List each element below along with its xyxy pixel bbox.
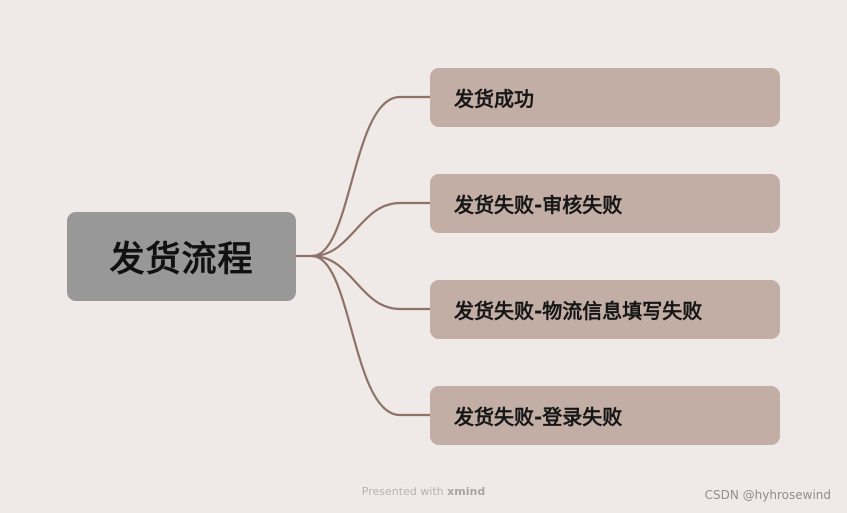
presented-with-footer: Presented with xmind	[0, 485, 847, 498]
connector-branch-4	[311, 254, 430, 417]
branch-topic-login-failure[interactable]: 发货失败-登录失败	[430, 386, 780, 445]
connector-branch-2	[311, 201, 430, 258]
csdn-watermark: CSDN @hyhrosewind	[704, 488, 831, 502]
root-topic-label: 发货流程	[109, 240, 254, 280]
branch-topic-label: 发货失败-审核失败	[454, 193, 623, 217]
xmind-brand: xmind	[447, 485, 486, 498]
connector-branch-3	[311, 254, 430, 311]
branch-topic-logistics-failure[interactable]: 发货失败-物流信息填写失败	[430, 280, 780, 339]
branch-topic-review-failure[interactable]: 发货失败-审核失败	[430, 174, 780, 233]
root-topic[interactable]: 发货流程	[67, 212, 296, 301]
presented-with-text: Presented with	[361, 485, 444, 498]
branch-topic-label: 发货失败-物流信息填写失败	[454, 299, 703, 323]
branch-topic-label: 发货失败-登录失败	[454, 405, 623, 429]
connector-branch-1	[311, 95, 430, 258]
branch-topic-shipping-success[interactable]: 发货成功	[430, 68, 780, 127]
branch-topic-label: 发货成功	[454, 87, 534, 111]
